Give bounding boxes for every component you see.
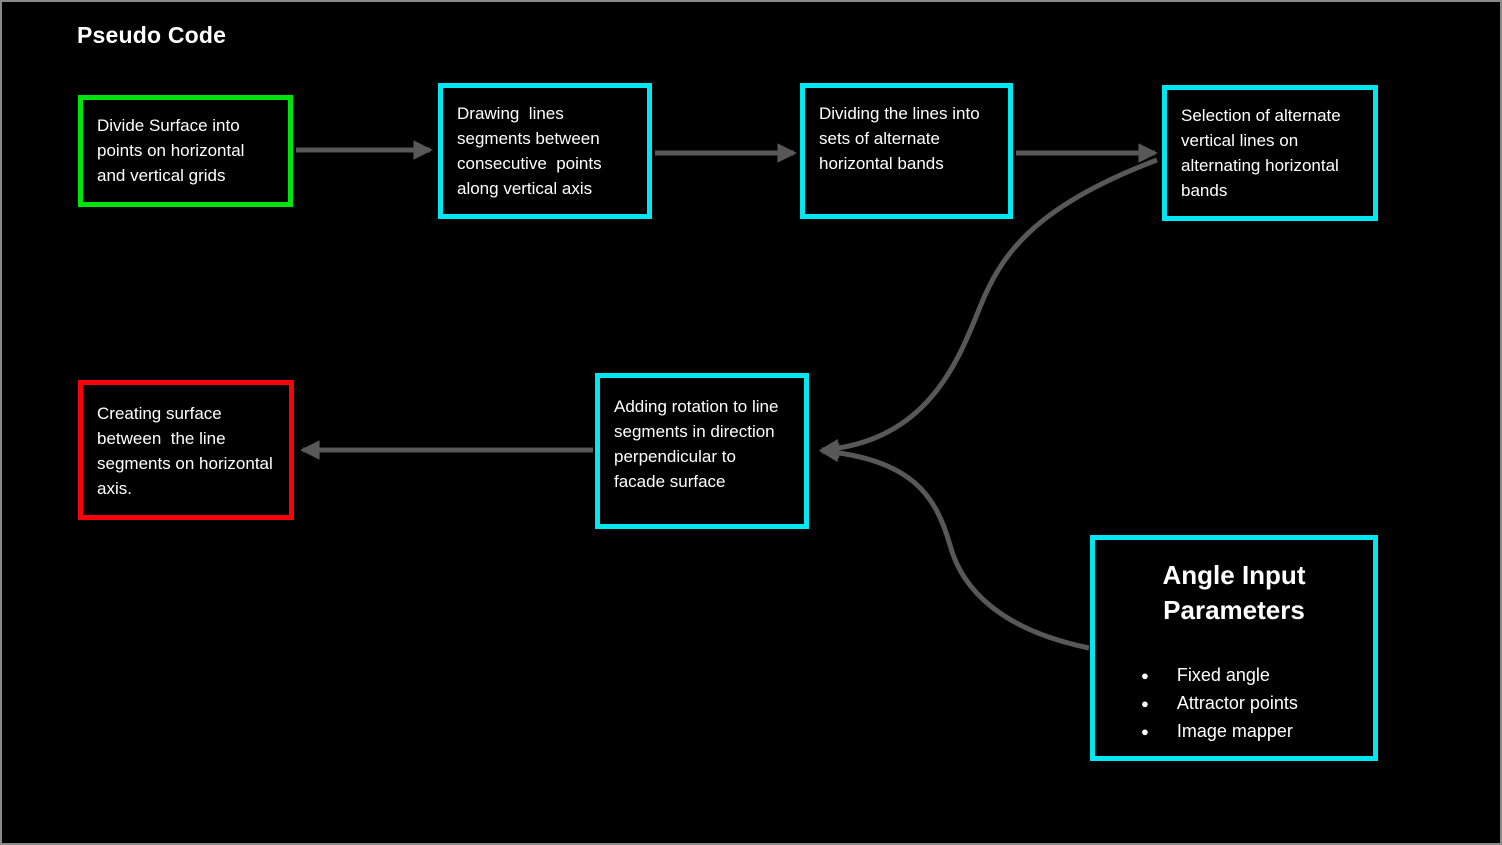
- angle-input-parameters-list: Fixed angle Attractor points Image mappe…: [1105, 662, 1363, 746]
- list-item: Fixed angle: [1105, 662, 1363, 690]
- flow-box-angle-input-parameters: Angle Input Parameters Fixed angle Attra…: [1090, 535, 1378, 761]
- flow-box-dividing-lines: Dividing the lines into sets of alternat…: [800, 83, 1013, 219]
- angle-input-parameters-title: Angle Input Parameters: [1162, 560, 1306, 625]
- slide-title: Pseudo Code: [77, 22, 227, 48]
- flow-box-drawing-lines: Drawing lines segments between consecuti…: [438, 83, 652, 219]
- list-item: Attractor points: [1105, 690, 1363, 718]
- flow-box-divide-surface: Divide Surface into points on horizontal…: [78, 95, 293, 207]
- flow-box-creating-surface: Creating surface between the line segmen…: [78, 380, 294, 520]
- list-item: Image mapper: [1105, 718, 1363, 746]
- flow-box-selection-lines: Selection of alternate vertical lines on…: [1162, 85, 1378, 221]
- arrow-params-to-rotation: [819, 442, 1090, 651]
- flow-box-adding-rotation: Adding rotation to line segments in dire…: [595, 373, 809, 529]
